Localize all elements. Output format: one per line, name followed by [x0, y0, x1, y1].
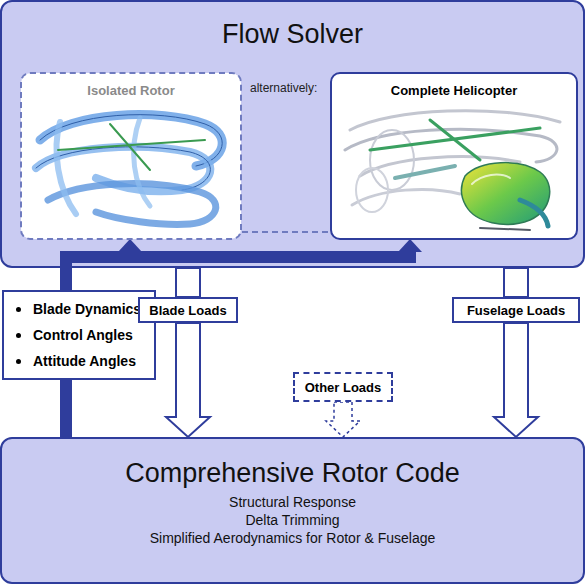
load-label-box: Blade Loads [138, 297, 238, 323]
node-title: Other Loads [305, 380, 382, 396]
node-title: Blade Dynamics [33, 296, 141, 322]
flow-solver-panel: Isolated Rotor Complete Helicopter Flow So… [0, 0, 585, 268]
bullet-dot [16, 359, 21, 364]
node-title: Flow Solver [222, 18, 363, 50]
node-text: Attitude Angles [33, 348, 136, 374]
rotor-code-panel: Comprehensive Rotor CodeStructural Respo… [0, 437, 585, 584]
rotor-wake-illustration [36, 115, 222, 225]
load-arrow [166, 323, 210, 437]
input-arrow [60, 380, 72, 437]
text-row: Structural Response [2, 489, 583, 511]
node-text: Delta Trimming [245, 511, 339, 529]
load-arrow [176, 268, 200, 297]
panel-fill [1, 438, 584, 583]
node-title: Isolated Rotor [87, 83, 174, 99]
panel-fill [1, 1, 584, 267]
node-title: Blade Loads [149, 303, 226, 319]
text-row: Flow Solver [2, 18, 583, 50]
bullet-dot [16, 307, 21, 312]
helicopter-illustration [345, 111, 560, 230]
optional-load-box: Other Loads [293, 372, 393, 402]
text-row: Blade Loads [148, 301, 228, 319]
load-arrow [326, 402, 360, 437]
bullet-dot [16, 333, 21, 338]
load-arrow [504, 268, 528, 297]
annotation-text: alternatively: [250, 81, 317, 95]
load-label-box: Fuselage Loads [452, 297, 580, 323]
node-title: Fuselage Loads [467, 303, 565, 319]
load-arrow [494, 323, 538, 437]
text-row: Attitude Angles [12, 348, 144, 374]
node-title: Comprehensive Rotor Code [125, 457, 460, 489]
alternative-link [242, 231, 330, 233]
box-fill [331, 73, 577, 239]
input-arrow [66, 252, 410, 290]
input-list-box: Blade DynamicsControl AnglesAttitude Ang… [2, 290, 156, 380]
complete-helicopter-box: Complete Helicopter [330, 72, 578, 240]
node-title: Complete Helicopter [391, 83, 517, 99]
text-row: Delta Trimming [2, 511, 583, 529]
text-row: Blade Dynamics [12, 296, 144, 322]
text-row: Fuselage Loads [462, 301, 570, 319]
text-row: Complete Helicopter [332, 81, 576, 99]
text-row: Isolated Rotor [22, 81, 240, 99]
text-row: Comprehensive Rotor Code [2, 457, 583, 489]
node-text: Simplified Aerodynamics for Rotor & Fuse… [150, 529, 436, 547]
node-text: Structural Response [229, 493, 356, 511]
text-row: Control Angles [12, 322, 144, 348]
text-row: Other Loads [303, 378, 383, 396]
text-row: Simplified Aerodynamics for Rotor & Fuse… [2, 529, 583, 547]
box-fill [21, 73, 241, 239]
node-text: Control Angles [33, 322, 133, 348]
isolated-rotor-box: Isolated Rotor [20, 72, 242, 240]
